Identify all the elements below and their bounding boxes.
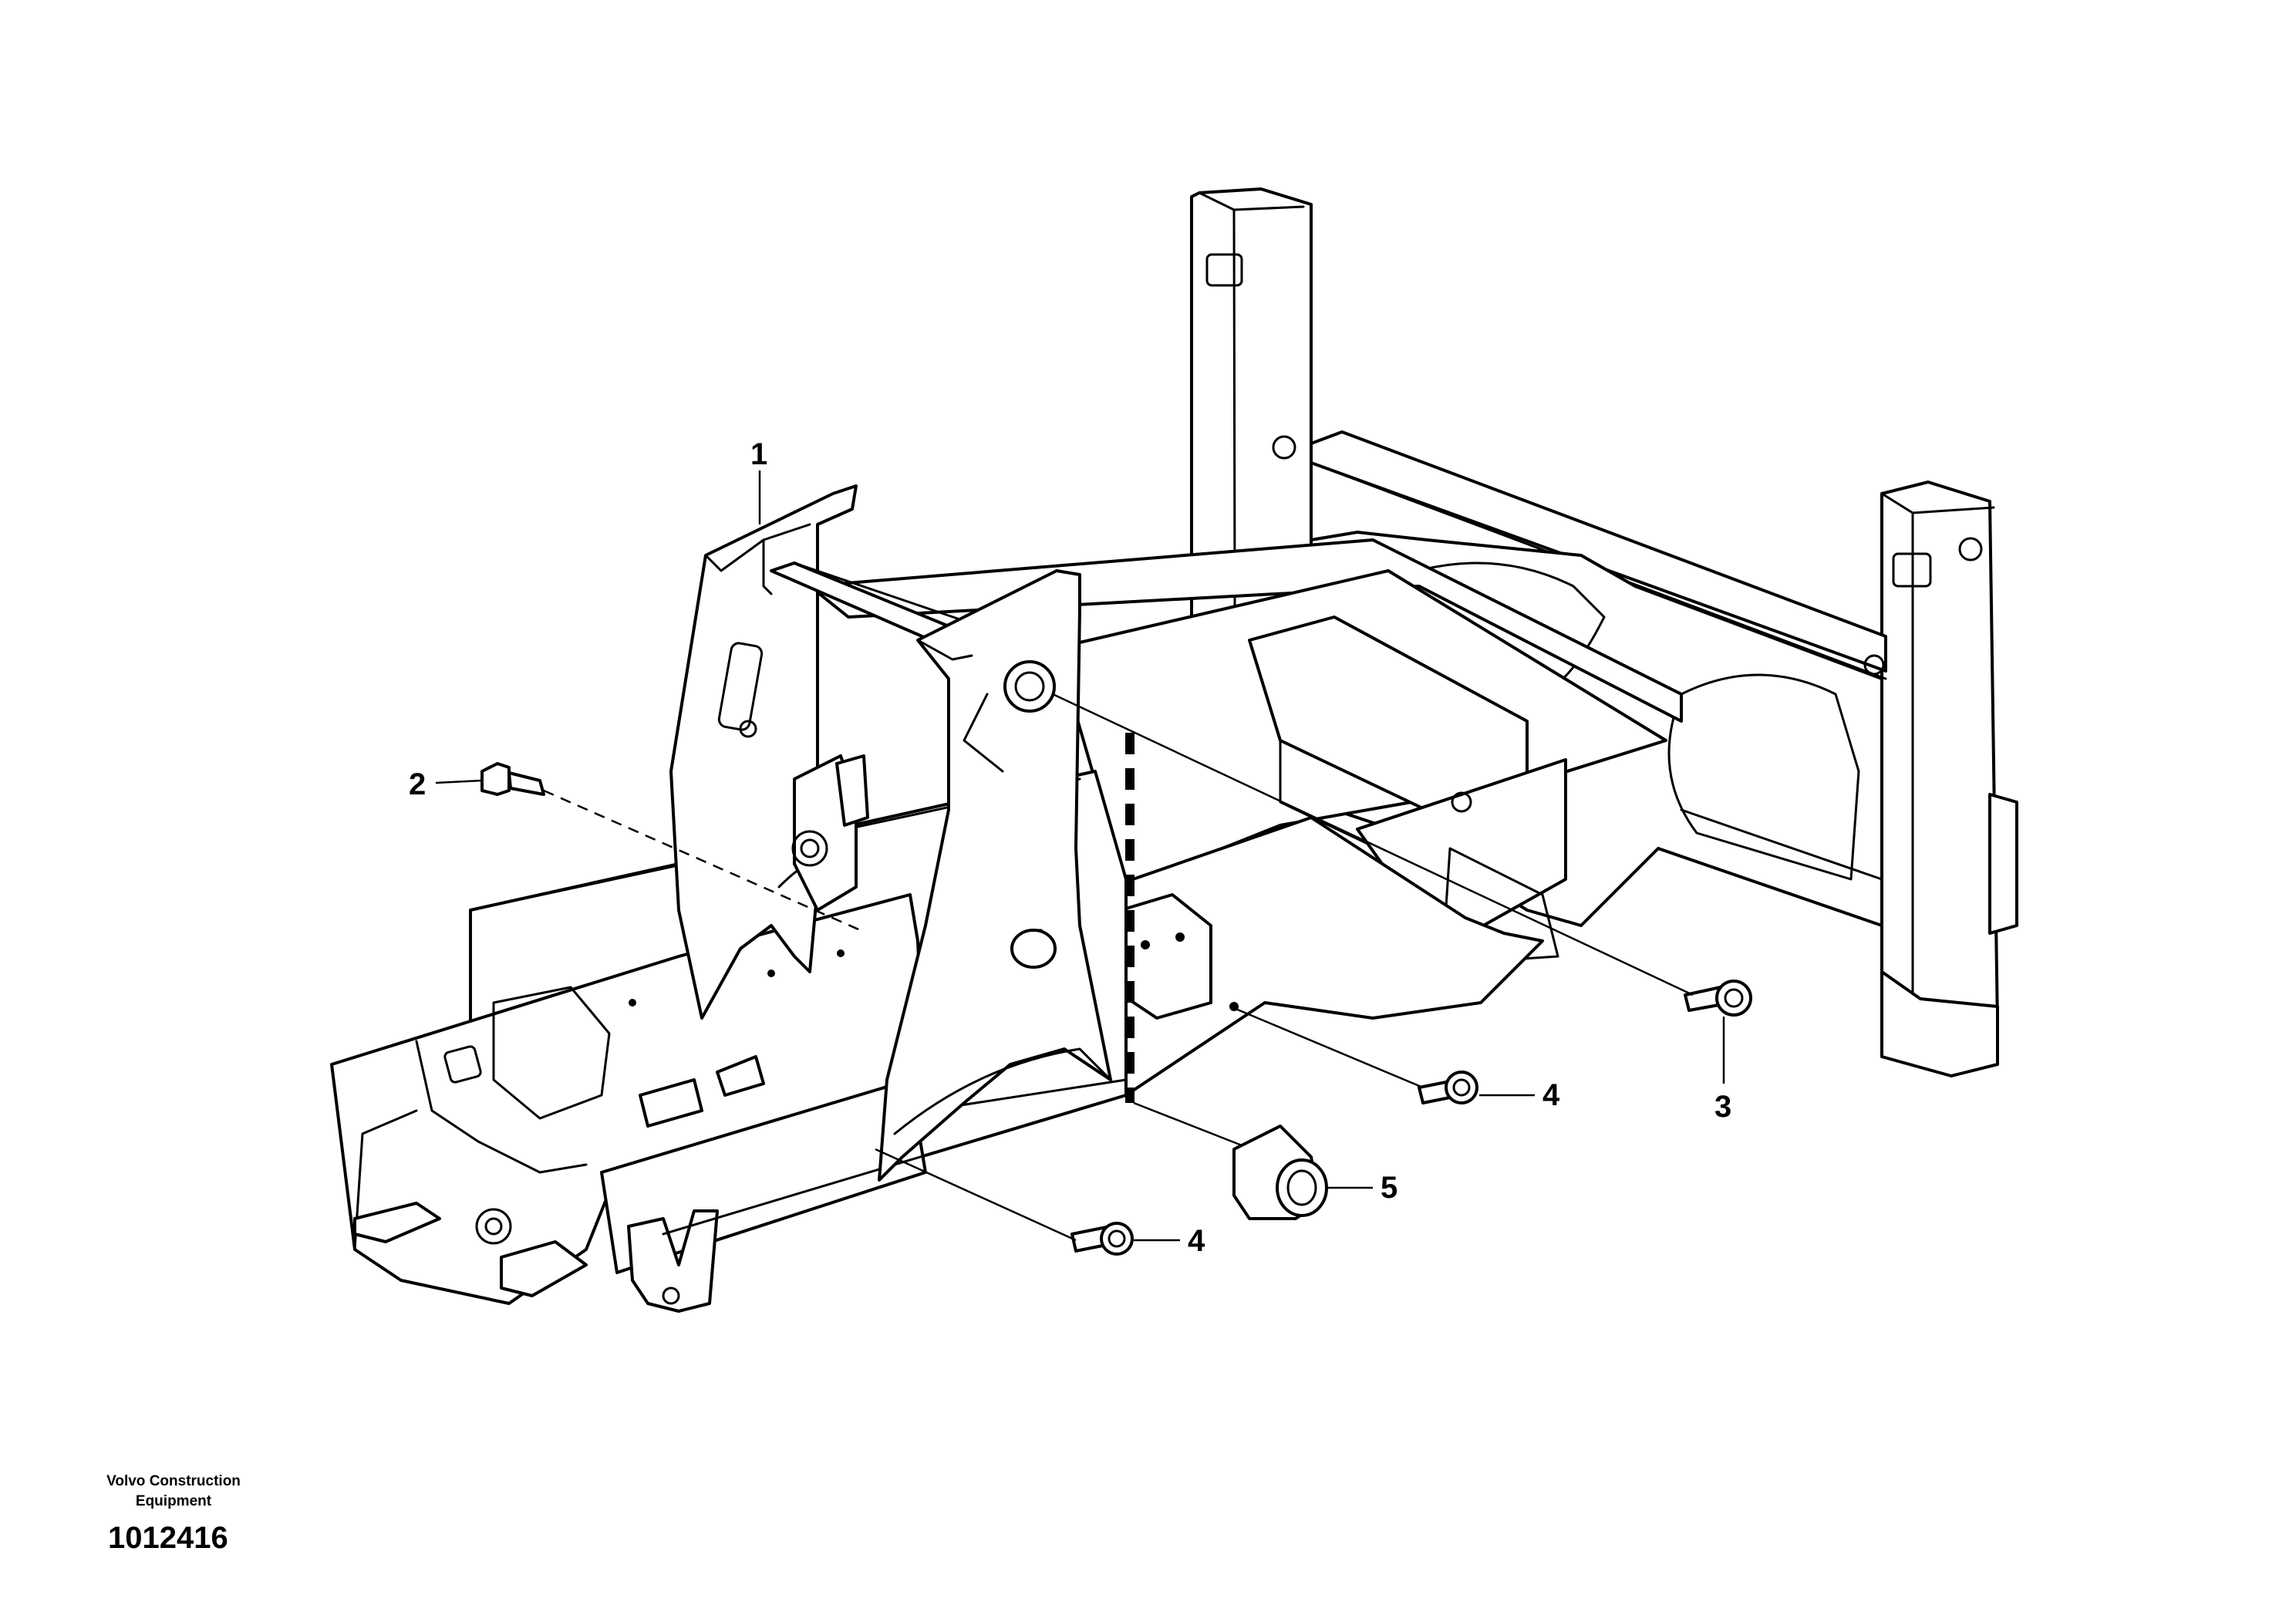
bushing-item-5 [1232, 1125, 1328, 1220]
assembly-line-4-upper [1229, 1005, 1424, 1089]
bolt-item-3 [1684, 980, 1752, 1017]
manufacturer-name-line2: Equipment [135, 1493, 212, 1509]
callout-5: 5 [1381, 1171, 1397, 1205]
bolt-item-2 [480, 762, 545, 796]
manufacturer-credit: Volvo Construction Equipment [73, 1472, 274, 1512]
manufacturer-name-line1: Volvo Construction [106, 1473, 241, 1489]
callout-3: 3 [1714, 1090, 1731, 1124]
left-tower-bracket [669, 484, 977, 1020]
center-tower-bracket [878, 569, 1112, 1182]
callout-leader-2 [435, 779, 483, 784]
assembly-line-5 [1133, 1101, 1242, 1147]
assembly-line-4-lower [875, 1148, 1077, 1242]
callout-2: 2 [409, 767, 426, 801]
drawing-number: 1012416 [108, 1521, 228, 1555]
bolt-item-4-upper [1418, 1071, 1478, 1104]
assembly-line-3 [1052, 693, 1694, 996]
callout-4-lower: 4 [1188, 1224, 1205, 1258]
callout-1: 1 [750, 437, 767, 471]
bolt-item-4-lower [1070, 1222, 1134, 1256]
callout-4-upper: 4 [1542, 1078, 1560, 1112]
assembly-line-2 [543, 789, 865, 933]
